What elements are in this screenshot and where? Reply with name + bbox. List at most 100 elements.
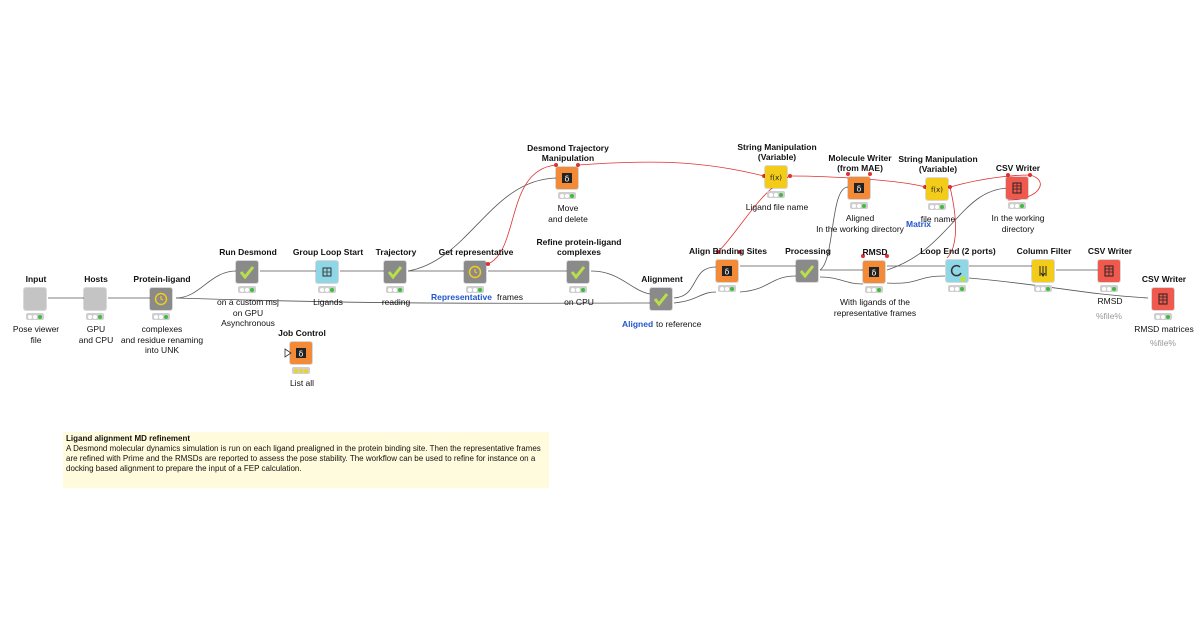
- svg-text:δ: δ: [299, 350, 304, 359]
- svg-text:f(x): f(x): [770, 174, 782, 182]
- status-indicator: [948, 285, 966, 292]
- status-indicator: [767, 191, 785, 198]
- status-indicator: [26, 313, 44, 320]
- status-indicator: [558, 192, 576, 199]
- node-icon-box[interactable]: [1098, 260, 1120, 282]
- node-title: Loop End (2 ports): [920, 246, 996, 256]
- node-icon-box[interactable]: [1152, 288, 1174, 310]
- node-icon-box[interactable]: [1032, 260, 1054, 282]
- check-icon: [570, 266, 586, 280]
- schrodinger-icon: δ: [854, 183, 864, 194]
- wire: [407, 177, 557, 272]
- schrodinger-icon: δ: [869, 267, 879, 278]
- node-description: Ligand file name: [745, 202, 809, 212]
- wire: [968, 277, 1149, 299]
- node-title: Group Loop Start: [292, 247, 364, 257]
- node-icon-box[interactable]: f(x): [926, 178, 948, 200]
- node-title: CSV Writer: [995, 163, 1041, 173]
- wire: [739, 275, 797, 293]
- node-title: Align Binding Sites: [689, 246, 767, 256]
- node-icon-box[interactable]: δ: [863, 261, 885, 283]
- loop-start-icon: [322, 267, 332, 277]
- node-title: CSV Writer: [1141, 274, 1187, 284]
- node-icon-box[interactable]: [567, 261, 589, 283]
- node-icon-box[interactable]: [236, 261, 258, 283]
- clock-icon: [154, 292, 168, 306]
- node-icon-box[interactable]: [150, 288, 172, 310]
- node-title: Run Desmond: [219, 247, 277, 257]
- node-icon-box[interactable]: [1006, 177, 1028, 199]
- loop-end-icon: [950, 264, 966, 282]
- node-title: Alignment: [641, 274, 683, 284]
- svg-text:δ: δ: [565, 175, 570, 184]
- matrix-label: Matrix: [906, 219, 932, 229]
- node-description: on CPU: [564, 297, 594, 307]
- status-indicator: [466, 286, 484, 293]
- representative-label: Representative: [431, 292, 492, 302]
- wire: [175, 270, 237, 299]
- svg-text:δ: δ: [872, 269, 877, 278]
- string-var-icon: f(x): [931, 186, 943, 194]
- node-icon-box[interactable]: [464, 261, 486, 283]
- annotation-title: Ligand alignment MD refinement: [66, 434, 191, 443]
- status-indicator: [865, 286, 883, 293]
- status-indicator: [292, 367, 310, 374]
- node-description: reading: [381, 297, 411, 307]
- node-description: Ligands: [313, 297, 343, 307]
- status-indicator: [152, 313, 170, 320]
- status-indicator: [1154, 313, 1172, 320]
- status-indicator: [1034, 285, 1052, 292]
- node-icon-box[interactable]: δ: [556, 167, 578, 189]
- node-title: RMSD: [862, 247, 888, 257]
- node-title: String Manipulation (Variable): [898, 154, 978, 174]
- node-description: GPU and CPU: [78, 324, 114, 345]
- node-icon-box[interactable]: [650, 288, 672, 310]
- node-title: Hosts: [84, 274, 108, 284]
- node-description: on a custom msj on GPU Asynchronous: [217, 297, 279, 328]
- variable-wire: [577, 161, 765, 177]
- node-title: Desmond Trajectory Manipulation: [527, 143, 609, 163]
- clock-icon: [468, 265, 482, 279]
- node-icon-box[interactable]: δ: [716, 260, 738, 282]
- schrodinger-icon: δ: [562, 173, 572, 184]
- variable-wire: [946, 186, 956, 259]
- status-indicator: [386, 286, 404, 293]
- filter-icon: [1039, 266, 1047, 277]
- status-indicator: [318, 286, 336, 293]
- status-indicator: [86, 313, 104, 320]
- node-icon-box[interactable]: [24, 288, 46, 310]
- node-description: With ligands of the representative frame…: [833, 297, 917, 318]
- annotation-body: A Desmond molecular dynamics simulation …: [66, 444, 541, 473]
- check-icon: [653, 293, 669, 307]
- node-icon-box[interactable]: [316, 261, 338, 283]
- status-indicator: [1008, 202, 1026, 209]
- node-icon-box[interactable]: [384, 261, 406, 283]
- svg-text:f(x): f(x): [931, 186, 943, 194]
- node-icon-box[interactable]: [796, 260, 818, 282]
- node-title: Processing: [785, 246, 831, 256]
- file-variable-label: %file%: [1096, 311, 1122, 321]
- node-icon-box[interactable]: [946, 260, 968, 282]
- node-icon-box[interactable]: f(x): [765, 166, 787, 188]
- wire: [590, 270, 651, 295]
- file-variable-label: %file%: [1150, 338, 1176, 348]
- status-indicator: [569, 286, 587, 293]
- status-indicator: [850, 202, 868, 209]
- wire: [673, 291, 717, 304]
- node-icon-box[interactable]: δ: [848, 177, 870, 199]
- node-icon-box[interactable]: δ: [290, 342, 312, 364]
- status-indicator: [238, 286, 256, 293]
- node-title: Get representative: [438, 247, 514, 257]
- svg-text:δ: δ: [725, 268, 730, 277]
- node-title: CSV Writer: [1087, 246, 1133, 256]
- variable-wire: [487, 164, 557, 265]
- wire: [175, 297, 651, 304]
- node-description: RMSD matrices: [1134, 324, 1194, 334]
- input-port-icon: [284, 348, 292, 358]
- node-icon-box[interactable]: [84, 288, 106, 310]
- check-icon: [239, 266, 255, 280]
- node-title: String Manipulation (Variable): [737, 142, 817, 162]
- node-title: Input: [25, 274, 47, 284]
- check-icon: [799, 265, 815, 279]
- aligned-label: Aligned: [622, 319, 654, 329]
